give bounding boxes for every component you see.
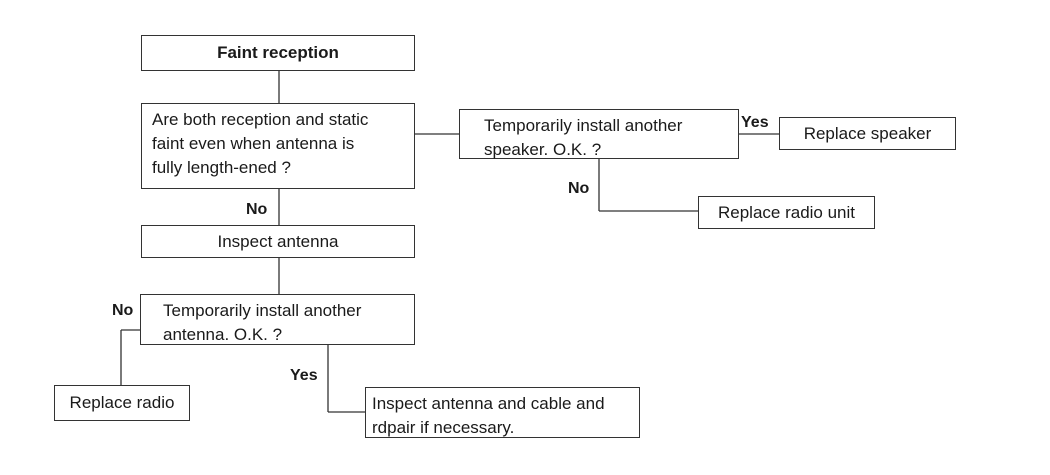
node-line: rdpair if necessary. <box>372 418 515 437</box>
node-replace-speaker: Replace speaker <box>779 117 956 150</box>
node-question-reception-static: Are both reception and static faint even… <box>141 103 415 189</box>
node-line: antenna. O.K. ? <box>163 325 283 344</box>
node-inspect-antenna-text: Inspect antenna <box>217 231 339 251</box>
edge-label-yes-q3: Yes <box>741 114 769 131</box>
node-replace-radio-unit-text: Replace radio unit <box>717 202 856 222</box>
edge-label-no-q3: No <box>568 180 590 197</box>
node-replace-radio-unit: Replace radio unit <box>698 196 875 229</box>
node-line: fully length-ened ? <box>152 158 291 177</box>
node-inspect-antenna: Inspect antenna <box>141 225 415 258</box>
node-line: Inspect antenna and cable and <box>372 394 605 413</box>
node-line: speaker. O.K. ? <box>484 140 602 159</box>
node-faint-reception-text: Faint reception <box>217 43 339 62</box>
node-replace-radio: Replace radio <box>54 385 190 421</box>
node-question-install-speaker: Temporarily install another speaker. O.K… <box>459 109 739 159</box>
node-replace-radio-text: Replace radio <box>69 393 175 412</box>
edge-label-yes-q2: Yes <box>290 367 318 384</box>
node-line: Are both reception and static <box>152 110 369 129</box>
node-question-install-antenna: Temporarily install another antenna. O.K… <box>140 294 415 345</box>
edge-label-no-q2: No <box>112 302 134 319</box>
node-replace-speaker-text: Replace speaker <box>803 123 932 143</box>
node-line: Temporarily install another <box>163 301 362 320</box>
node-faint-reception: Faint reception <box>141 35 415 71</box>
node-line: faint even when antenna is <box>152 134 355 153</box>
node-line: Temporarily install another <box>484 116 683 135</box>
node-inspect-antenna-cable: Inspect antenna and cable and rdpair if … <box>365 387 640 438</box>
edge-label-no-q1: No <box>246 201 268 218</box>
